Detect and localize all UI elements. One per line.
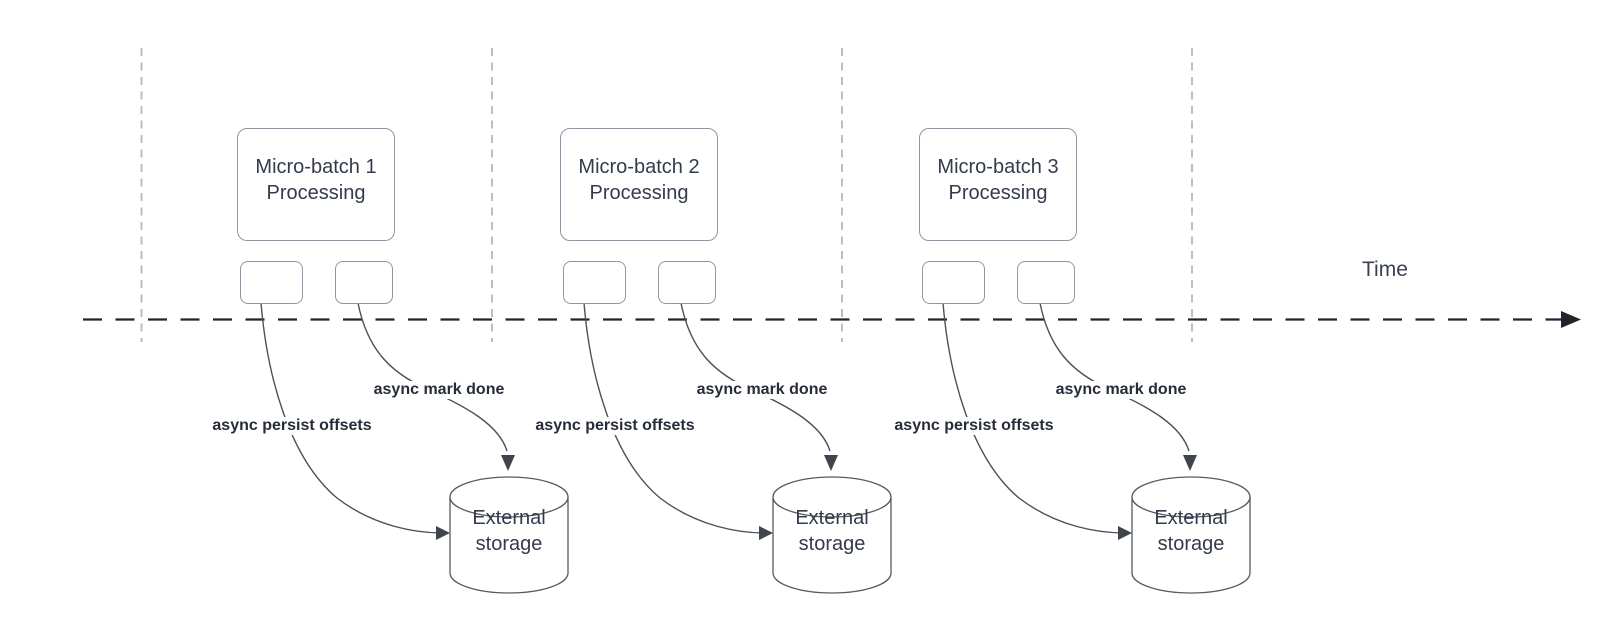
mark-done-edge-label: async mark done [693,381,831,399]
microbatch-title-line1: Micro-batch 1 [255,155,377,178]
microbatch-title-line2: Processing [266,181,366,204]
storage-label-line2: storage [1157,533,1225,555]
commit-task-box-right [658,261,716,304]
commit-task-box-right [1017,261,1075,304]
microbatch-title-line1: Micro-batch 2 [578,155,700,178]
time-axis-label: Time [1362,258,1408,281]
microbatch-title-line2: Processing [948,181,1048,204]
mark-done-edge-label: async mark done [1052,381,1190,399]
persist-offsets-edge-label: async persist offsets [891,417,1057,435]
external-storage-label: External storage [1132,505,1250,557]
mark-done-edge-label: async mark done [370,381,508,399]
microbatch-process-box: Micro-batch 1 Processing [237,128,395,241]
microbatch-title-line1: Micro-batch 3 [937,155,1059,178]
time-axis-arrowhead [1561,311,1581,328]
commit-task-box-left [922,261,985,304]
external-storage-label: External storage [773,505,891,557]
storage-label-line1: External [472,507,546,529]
persist-offsets-edge-label: async persist offsets [532,417,698,435]
commit-task-box-left [240,261,303,304]
storage-label-line1: External [795,507,869,529]
commit-task-box-right [335,261,393,304]
microbatch-process-box: Micro-batch 2 Processing [560,128,718,241]
external-storage-label: External storage [450,505,568,557]
storage-label-line1: External [1154,507,1228,529]
storage-label-line2: storage [475,533,543,555]
commit-task-box-left [563,261,626,304]
persist-offsets-edge-label: async persist offsets [209,417,375,435]
storage-label-line2: storage [798,533,866,555]
microbatch-process-box: Micro-batch 3 Processing [919,128,1077,241]
microbatch-title-line2: Processing [589,181,689,204]
